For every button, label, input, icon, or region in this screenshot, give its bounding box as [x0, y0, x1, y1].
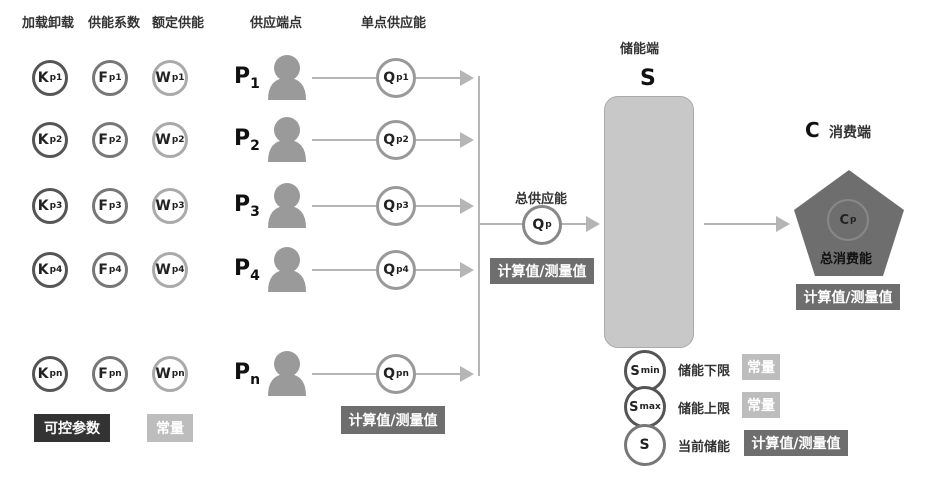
storage-tank: [604, 96, 694, 348]
s-max-tag: 常量: [742, 392, 780, 418]
p4-label: P4: [234, 256, 260, 284]
header-rated: 额定供能: [152, 16, 205, 31]
s-min-label: 储能下限: [678, 364, 731, 379]
person-icon: [268, 55, 306, 100]
total-supply-tag: 计算值/测量值: [490, 258, 594, 284]
consumer-symbol: C: [805, 118, 820, 142]
legend-computed: 计算值/测量值: [341, 406, 445, 434]
header-single-supply: 单点供应能: [361, 16, 427, 31]
person-icon: [268, 351, 306, 396]
header-storage: 储能端: [620, 42, 660, 57]
legend-controllable: 可控参数: [34, 414, 110, 442]
p1-label: P1: [234, 64, 260, 92]
p3-label: P3: [234, 192, 260, 220]
person-icon: [268, 117, 306, 162]
person-icon: [268, 247, 306, 292]
pn-label: Pn: [234, 360, 261, 388]
s-current-label: 当前储能: [678, 440, 731, 455]
s-max-label: 储能上限: [678, 402, 731, 417]
storage-symbol: S: [640, 66, 656, 91]
s-min-tag: 常量: [742, 354, 780, 380]
person-icon: [268, 183, 306, 228]
s-current-tag: 计算值/测量值: [744, 430, 848, 456]
consumer-tag: 计算值/测量值: [796, 284, 900, 310]
header-consumer: 消费端: [829, 125, 871, 141]
p2-label: P2: [234, 126, 260, 154]
consumer-total-label: 总消费能: [820, 252, 873, 267]
header-coefficient: 供能系数: [88, 16, 141, 31]
header-load: 加载卸载: [22, 16, 75, 31]
s-current-node: S: [624, 424, 666, 466]
legend-constant: 常量: [147, 414, 193, 442]
header-supply-node: 供应端点: [250, 16, 303, 31]
total-supply-label: 总供应能: [515, 192, 568, 207]
